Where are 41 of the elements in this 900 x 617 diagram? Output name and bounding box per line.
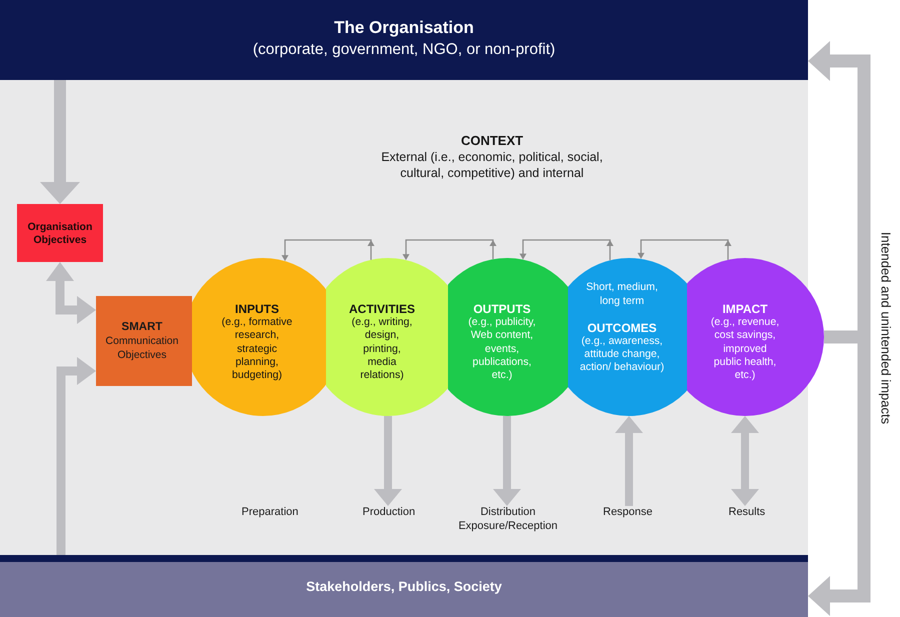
arrow bbox=[493, 416, 521, 506]
stage-description: (e.g., writing, design, printing, media relations) bbox=[350, 316, 414, 382]
stage-label: Distribution Exposure/Reception bbox=[453, 506, 563, 533]
stage-heading: OUTCOMES bbox=[587, 320, 657, 334]
arrow bbox=[56, 357, 96, 555]
stage-heading: ACTIVITIES bbox=[348, 302, 415, 316]
footer-title: Stakeholders, Publics, Society bbox=[306, 578, 502, 595]
header-band bbox=[0, 0, 808, 80]
stage-timeframe: Short, medium, long term bbox=[585, 281, 659, 308]
feedback-arrow bbox=[402, 239, 496, 260]
header-subtitle: (corporate, government, NGO, or non-profit) bbox=[252, 40, 556, 59]
footer-band bbox=[0, 555, 808, 617]
stage-label: Production bbox=[362, 506, 416, 520]
context-panel bbox=[0, 80, 808, 555]
arrow bbox=[374, 416, 402, 506]
stage-heading: OUTPUTS bbox=[473, 302, 531, 316]
stage-heading: INPUTS bbox=[234, 302, 279, 316]
stage-description: (e.g., formative research, strategic planning, budgeting) bbox=[220, 316, 294, 382]
objective-label: Communication Objectives bbox=[104, 334, 180, 362]
objective-heading: SMART bbox=[122, 320, 162, 334]
stage-heading: IMPACT bbox=[722, 302, 768, 316]
objective-box bbox=[96, 296, 192, 386]
feedback-arrow bbox=[520, 239, 614, 260]
stage-label: Response bbox=[603, 506, 653, 520]
arrow bbox=[615, 416, 643, 506]
arrow bbox=[46, 262, 96, 324]
objective-label: Organisation Objectives bbox=[26, 221, 94, 247]
context-description: External (i.e., economic, political, social, cultural, competitive) and internal bbox=[380, 149, 604, 181]
context-heading: CONTEXT bbox=[460, 133, 524, 149]
stage-label: Preparation bbox=[242, 506, 298, 520]
side-label: Intended and unintended impacts bbox=[878, 232, 894, 424]
stage-description: (e.g., awareness, attitude change, action/ behaviour) bbox=[579, 334, 665, 374]
stage-description: (e.g., publicity, Web content, events, publications, etc.) bbox=[467, 316, 537, 382]
feedback-arrow bbox=[282, 239, 374, 262]
header-title: The Organisation bbox=[334, 18, 474, 38]
stage-label: Results bbox=[728, 506, 766, 520]
stage-description: (e.g., revenue, cost savings, improved public health, etc.) bbox=[710, 316, 780, 382]
arrow bbox=[40, 80, 80, 204]
arrow bbox=[731, 416, 759, 506]
feedback-arrow bbox=[638, 239, 732, 260]
objective-box bbox=[17, 204, 103, 262]
